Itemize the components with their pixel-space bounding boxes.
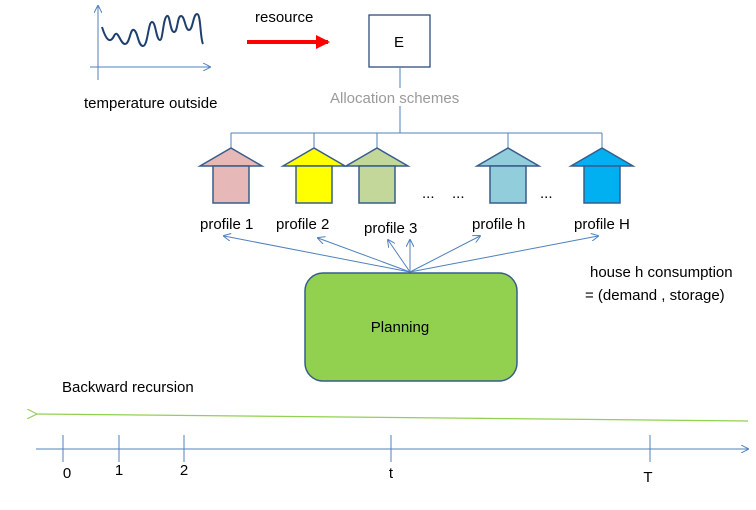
house-body [489, 165, 527, 204]
planning-arrow-profile-h [409, 236, 480, 273]
house-1: profile 1 [197, 133, 265, 233]
energy-hub-box [368, 14, 431, 68]
temperature-label: temperature outside [84, 95, 217, 112]
house-label: profile 3 [364, 220, 417, 237]
allocation-schemes-label: Allocation schemes [330, 90, 459, 107]
house-5: profile H [568, 133, 636, 233]
temperature-chart [90, 6, 210, 80]
backward-recursion-label: Backward recursion [62, 379, 194, 396]
house-body [358, 165, 396, 204]
house-roof [474, 147, 542, 167]
planning-arrow-profile-1 [224, 236, 411, 273]
house-body [212, 165, 250, 204]
houses-group: profile 1 profile 2 profile 3 profile h prof… [197, 133, 636, 237]
house-4: profile h [472, 133, 542, 233]
ellipsis-1: ... [422, 185, 435, 202]
ellipsis-2: ... [452, 185, 465, 202]
resource-label: resource [255, 9, 313, 26]
planning-arrow-profile-2 [318, 238, 411, 273]
house-roof [280, 147, 348, 167]
planning-arrow-profile-3 [388, 240, 411, 273]
house-2: profile 2 [276, 133, 348, 233]
house-3: profile 3 [343, 133, 417, 237]
house-roof [343, 147, 411, 167]
consumption-line-2: = (demand , storage) [585, 287, 725, 304]
ellipsis-3: ... [540, 185, 553, 202]
timeline-tick-label: 1 [115, 462, 123, 479]
planning-label: Planning [371, 319, 429, 336]
house-label: profile h [472, 216, 525, 233]
timeline-tick-label: 0 [63, 465, 71, 482]
house-roof [568, 147, 636, 167]
house-label: profile H [574, 216, 630, 233]
planning-arrows [224, 236, 598, 273]
house-body [583, 165, 621, 204]
house-label: profile 2 [276, 216, 329, 233]
planning-box [304, 272, 518, 382]
consumption-line-1: house h consumption [590, 264, 733, 281]
energy-hub-label: E [394, 34, 404, 51]
backward-recursion-arrow [36, 414, 749, 422]
timeline-tick-label: t [389, 465, 394, 482]
timeline-tick-label: T [643, 469, 652, 486]
timeline-tick-label: 2 [180, 462, 188, 479]
house-label: profile 1 [200, 216, 253, 233]
timeline-ticks: 0 1 2 t T [62, 435, 653, 486]
temperature-curve [101, 12, 204, 48]
house-body [295, 165, 333, 204]
house-roof [197, 147, 265, 167]
planning-arrow-profile-H [409, 236, 598, 273]
